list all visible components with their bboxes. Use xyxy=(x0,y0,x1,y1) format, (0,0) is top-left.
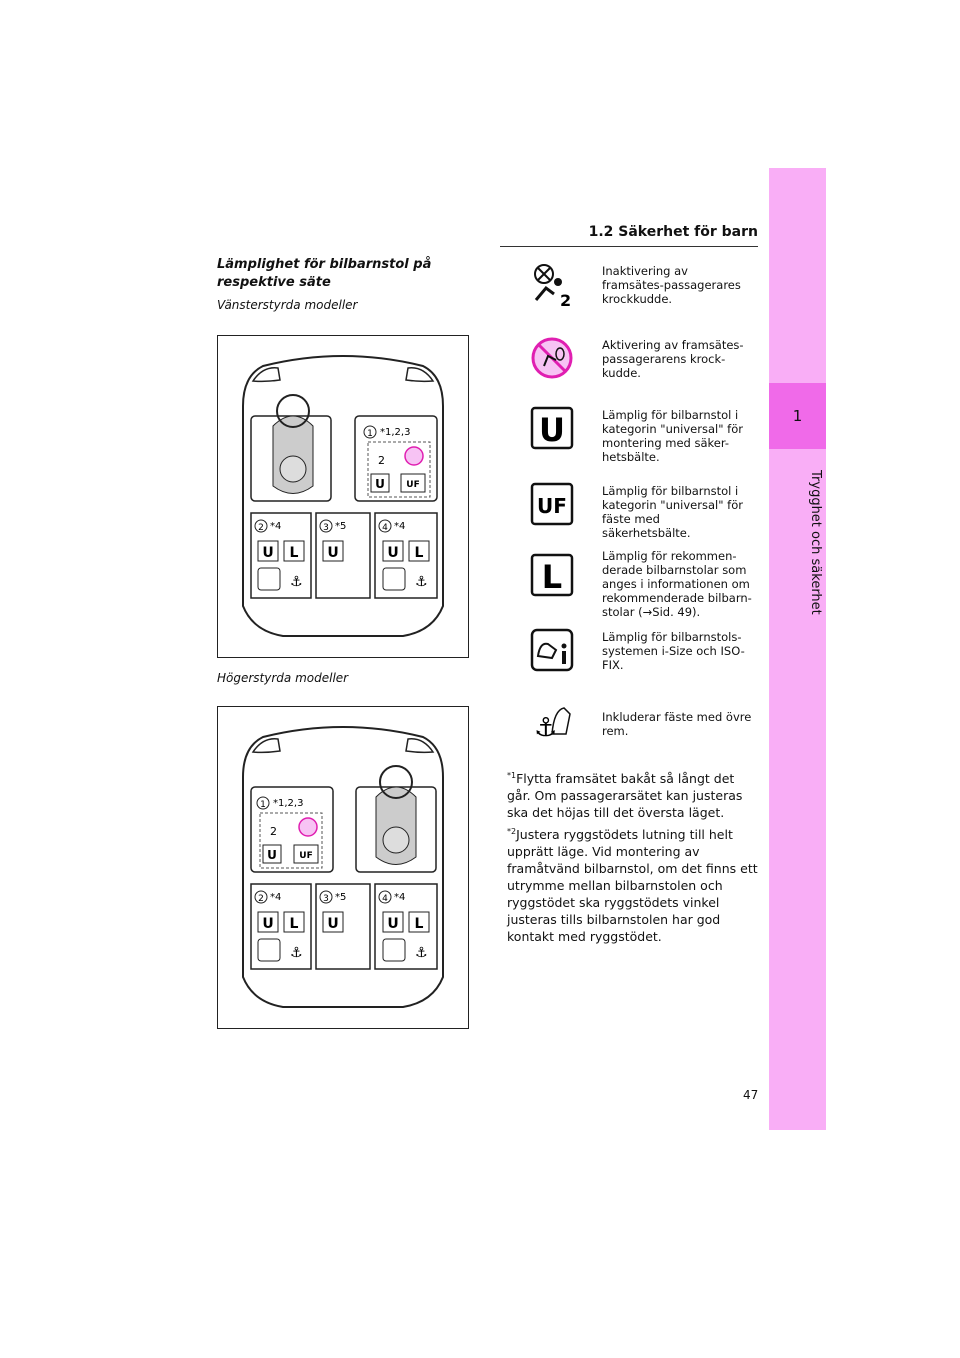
lhd-seat4-u: U xyxy=(387,545,398,561)
lhd-seat2-u: U xyxy=(262,545,273,561)
airbag-off-icon: 2 xyxy=(534,264,571,306)
rhd-label: Högerstyrda modeller xyxy=(217,671,349,685)
footnote-2-text: Justera ryggstödets lutning till helt up… xyxy=(507,827,758,945)
legend-universal-uf-text: Lämplig för bilbarnstol i kategorin "uni… xyxy=(602,484,743,540)
lhd-airbag-on-icon xyxy=(404,446,424,466)
footnote-2-mark: *2 xyxy=(507,827,517,836)
rhd-seat2-label: *4 xyxy=(270,892,281,903)
svg-text:⚓: ⚓ xyxy=(415,574,428,590)
rhd-car-svg: 1 *1,2,3 2 U UF 2 *4 3 *5 4 *4 U L U U xyxy=(242,726,444,1008)
legend-uf-glyph: UF xyxy=(537,494,567,518)
lhd-seat3-number: 3 xyxy=(323,523,329,533)
lhd-seat4-number: 4 xyxy=(382,523,388,533)
lhd-car-svg: 1 *1,2,3 2 U UF 2 *4 3 *5 4 *4 U L U U L… xyxy=(242,355,444,637)
rhd-seat3-u: U xyxy=(327,916,338,932)
lhd-seat1-label: *1,2,3 xyxy=(380,427,410,438)
footnote-1: *1Flytta framsätet bakåt så långt det gå… xyxy=(507,767,759,821)
lhd-seat1-two: 2 xyxy=(378,454,385,467)
universal-uf-icon: UF xyxy=(530,482,574,526)
section-title: Lämplighet för bilbarnstol på respektive… xyxy=(217,257,432,290)
svg-text:⚓: ⚓ xyxy=(290,945,303,961)
legend-universal-u-text: Lämplig för bilbarnstol i kategorin "uni… xyxy=(602,408,743,464)
legend-airbag-on-text: Aktivering av framsätes-passagerarens kr… xyxy=(602,338,744,380)
rhd-seat1-number: 1 xyxy=(260,800,266,810)
legend-universal-u: U Lämplig för bilbarnstol i kategorin "u… xyxy=(520,406,760,470)
rhd-seat2-u: U xyxy=(262,916,273,932)
legend-recommended-l-text: Lämplig för rekommen-derade bilbarnstola… xyxy=(602,549,752,619)
page-number: 47 xyxy=(743,1088,759,1102)
lhd-seat1-uf: UF xyxy=(406,480,419,490)
rhd-seat4-number: 4 xyxy=(382,894,388,904)
header-rule xyxy=(500,246,758,247)
chapter-side-tab: 1 Trygghet och säkerhet xyxy=(769,168,826,1130)
rhd-seat3-number: 3 xyxy=(323,894,329,904)
lhd-seat4-l: L xyxy=(415,545,424,561)
svg-text:⚓: ⚓ xyxy=(415,945,428,961)
rhd-seat4-l: L xyxy=(415,916,424,932)
chapter-label: Trygghet och säkerhet xyxy=(808,470,823,615)
legend-universal-uf: UF Lämplig för bilbarnstol i kategorin "… xyxy=(520,482,760,540)
universal-u-icon: U xyxy=(530,406,574,450)
legend-isize-isofix: Lämplig för bilbarnstols-systemen i-Size… xyxy=(520,628,760,678)
lhd-seat-diagram: 1 *1,2,3 2 U UF 2 *4 3 *5 4 *4 U L U U L… xyxy=(217,335,469,658)
rhd-seat2-l: L xyxy=(290,916,299,932)
lhd-seat4-label: *4 xyxy=(394,521,405,532)
lhd-seat2-label: *4 xyxy=(270,521,281,532)
lhd-seat2-number: 2 xyxy=(258,523,264,533)
chapter-number: 1 xyxy=(769,383,826,449)
rhd-seat1-label: *1,2,3 xyxy=(273,798,303,809)
rhd-seat1-u: U xyxy=(267,848,277,862)
airbag-on-icon xyxy=(531,337,573,379)
legend-top-tether-text: Inkluderar fäste med övre rem. xyxy=(602,710,752,738)
legend-recommended-l: L Lämplig för rekommen-derade bilbarnsto… xyxy=(520,547,760,623)
svg-text:⚓: ⚓ xyxy=(534,713,557,743)
rhd-seat-diagram: 1 *1,2,3 2 U UF 2 *4 3 *5 4 *4 U L U U xyxy=(217,706,469,1029)
footnote-1-text: Flytta framsätet bakåt så långt det går.… xyxy=(507,771,743,821)
lhd-label: Vänsterstyrda modeller xyxy=(217,298,358,312)
lhd-seat1-number: 1 xyxy=(367,429,373,439)
legend-airbag-off-text: Inaktivering av framsätes-passagerares k… xyxy=(602,264,741,306)
footnote-1-mark: *1 xyxy=(507,771,517,780)
legend-airbag-on: Aktivering av framsätes-passagerarens kr… xyxy=(520,336,760,396)
rhd-seat1-uf: UF xyxy=(299,851,312,861)
legend-u-glyph: U xyxy=(539,411,565,449)
legend-top-tether: ⚓ Inkluderar fäste med övre rem. xyxy=(520,700,760,744)
svg-text:⚓: ⚓ xyxy=(290,574,303,590)
rhd-seat4-u: U xyxy=(387,916,398,932)
lhd-seat2-l: L xyxy=(290,545,299,561)
lhd-seat1-u: U xyxy=(375,477,385,491)
section-header: 1.2 Säkerhet för barn xyxy=(588,224,758,240)
legend-airbag-off: 2 Inaktivering av framsätes-passagerares… xyxy=(520,262,760,322)
footnote-2: *2Justera ryggstödets lutning till helt … xyxy=(507,823,759,945)
rhd-seat2-number: 2 xyxy=(258,894,264,904)
legend-isize-isofix-text: Lämplig för bilbarnstols-systemen i-Size… xyxy=(602,630,745,672)
recommended-l-icon: L xyxy=(530,553,574,597)
lhd-seat3-u: U xyxy=(327,545,338,561)
legend-airbag-off-two: 2 xyxy=(560,291,571,306)
lhd-seat3-label: *5 xyxy=(335,521,346,532)
rhd-seat4-label: *4 xyxy=(394,892,405,903)
top-tether-icon: ⚓ xyxy=(534,707,571,743)
isize-isofix-icon xyxy=(530,628,574,672)
legend-l-glyph: L xyxy=(542,558,562,596)
rhd-seat3-label: *5 xyxy=(335,892,346,903)
rhd-seat1-two: 2 xyxy=(270,825,277,838)
rhd-airbag-on-icon xyxy=(298,817,318,837)
